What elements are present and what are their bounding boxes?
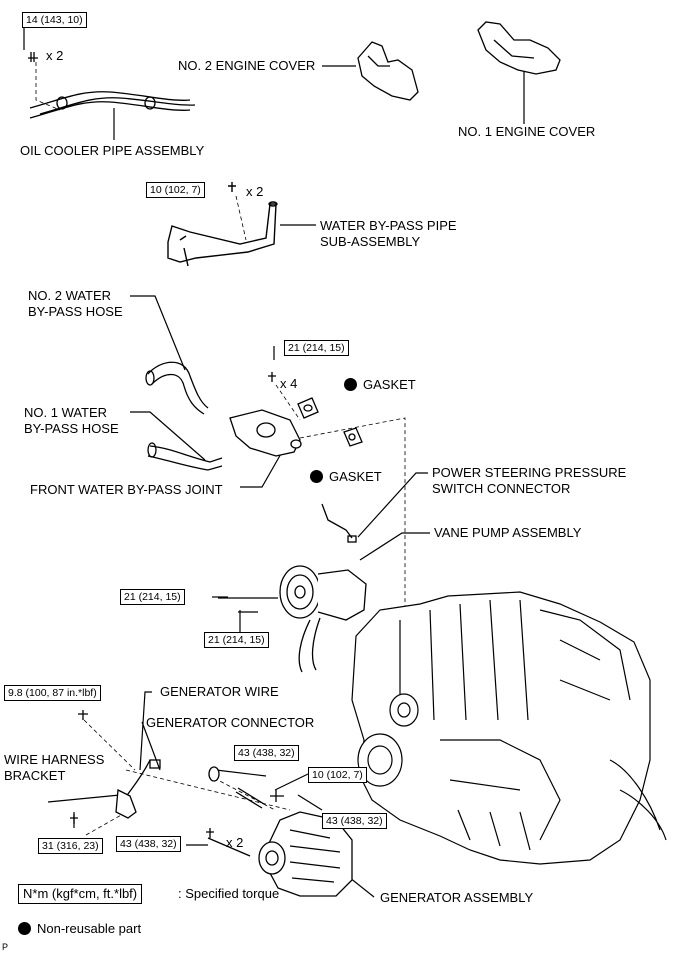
label-no1-engine-cover: NO. 1 ENGINE COVER xyxy=(458,124,596,139)
label-vane-pump: VANE PUMP ASSEMBLY xyxy=(434,525,582,540)
legend-specified-torque: : Specified torque xyxy=(178,886,280,901)
label-ps-pressure-switch: POWER STEERING PRESSURE xyxy=(432,465,627,480)
non-reusable-dot-icon xyxy=(18,922,31,935)
label-wire-harness-bracket-line2: BRACKET xyxy=(4,768,66,783)
torque-spec: 14 (143, 10) xyxy=(22,12,87,28)
label-no2-engine-cover: NO. 2 ENGINE COVER xyxy=(178,58,316,73)
label-no1-water-hose: NO. 1 WATER xyxy=(24,405,108,420)
torque-spec: 10 (102, 7) xyxy=(146,182,205,198)
label-generator-wire: GENERATOR WIRE xyxy=(160,684,279,699)
label-oil-cooler-pipe: OIL COOLER PIPE ASSEMBLY xyxy=(20,143,205,158)
corner-code: P xyxy=(2,942,9,952)
torque-spec: 9.8 (100, 87 in.*lbf) xyxy=(4,685,101,701)
legend-torque-units: N*m (kgf*cm, ft.*lbf) xyxy=(18,884,143,904)
torque-spec: 43 (438, 32) xyxy=(322,813,387,829)
non-reusable-dot-icon xyxy=(344,378,357,391)
torque-spec: 43 (438, 32) xyxy=(234,745,299,761)
label-wire-harness-bracket: WIRE HARNESS xyxy=(4,752,105,767)
label-generator-assembly: GENERATOR ASSEMBLY xyxy=(380,890,534,905)
legend-non-reusable: Non-reusable part xyxy=(18,921,141,937)
torque-spec: 21 (214, 15) xyxy=(120,589,185,605)
label-water-bypass-pipe: WATER BY-PASS PIPE xyxy=(320,218,457,233)
torque-spec: 10 (102, 7) xyxy=(308,767,367,783)
quantity-label: x 2 xyxy=(46,48,64,63)
label-gasket: GASKET xyxy=(344,377,416,393)
non-reusable-dot-icon xyxy=(310,470,323,483)
quantity-label: x 2 xyxy=(226,835,244,850)
label-no2-water-hose-line2: BY-PASS HOSE xyxy=(28,304,123,319)
quantity-label: x 2 xyxy=(246,184,264,199)
quantity-label: x 4 xyxy=(280,376,298,391)
torque-spec: 31 (316, 23) xyxy=(38,838,103,854)
label-front-water-bypass-joint: FRONT WATER BY-PASS JOINT xyxy=(30,482,223,497)
label-gasket: GASKET xyxy=(310,469,382,485)
torque-spec: 21 (214, 15) xyxy=(284,340,349,356)
label-no2-water-hose: NO. 2 WATER xyxy=(28,288,112,303)
label-no1-water-hose-line2: BY-PASS HOSE xyxy=(24,421,119,436)
label-ps-pressure-switch-line2: SWITCH CONNECTOR xyxy=(432,481,571,496)
label-water-bypass-pipe-line2: SUB-ASSEMBLY xyxy=(320,234,421,249)
torque-spec: 21 (214, 15) xyxy=(204,632,269,648)
torque-spec: 43 (438, 32) xyxy=(116,836,181,852)
label-generator-connector: GENERATOR CONNECTOR xyxy=(146,715,315,730)
